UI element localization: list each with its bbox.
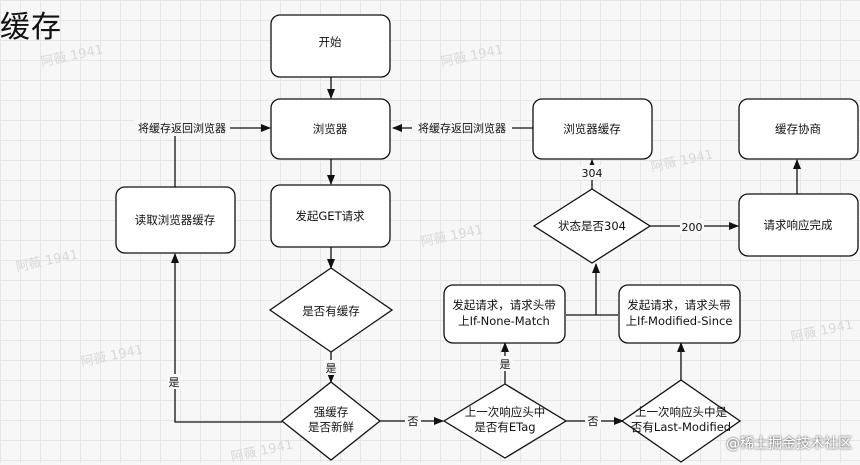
node-start-label: 开始 xyxy=(319,35,342,49)
node-strong-cache xyxy=(280,381,382,461)
node-read-browser-cache-label: 读取浏览器缓存 xyxy=(135,213,216,227)
node-cache-negotiation xyxy=(738,98,859,160)
site-watermark: @稀土掘金技术社区 xyxy=(726,436,852,452)
edge-label-200: 200 xyxy=(682,221,703,234)
node-if-none-match-line2: 上If-None-Match xyxy=(458,314,550,328)
edge-label-yes-has-cache: 是 xyxy=(326,362,337,375)
node-send-get-label: 发起GET请求 xyxy=(295,209,365,223)
node-response-complete-label: 请求响应完成 xyxy=(764,218,833,232)
node-if-modified-line1: 发起请求，请求头带 xyxy=(627,298,731,312)
edge-label-yes-etag: 是 xyxy=(500,358,511,371)
edge-requests-to-status xyxy=(566,264,618,316)
node-has-cache-label: 是否有缓存 xyxy=(302,304,360,318)
edge-strong-to-read xyxy=(171,253,282,423)
node-response-complete xyxy=(738,193,859,257)
edge-label-return-right: 将缓存返回浏览器 xyxy=(418,121,506,135)
edge-label-no-fresh: 否 xyxy=(408,415,419,428)
node-strong-cache-line1: 强缓存 xyxy=(314,405,349,419)
node-if-modified-line2: 上If-Modified-Since xyxy=(626,314,733,328)
node-browser-cache-label: 浏览器缓存 xyxy=(563,122,621,136)
node-status-check xyxy=(532,188,652,264)
node-start xyxy=(270,14,391,78)
edge-label-return-left: 将缓存返回浏览器 xyxy=(138,121,226,135)
node-if-none-match xyxy=(443,284,566,344)
node-last-modified-line2: 否有Last-Modified xyxy=(631,420,731,434)
node-etag xyxy=(442,383,568,459)
edge-label-no-etag: 否 xyxy=(588,415,599,428)
edge-label-304: 304 xyxy=(582,167,603,180)
node-strong-cache-line2: 是否新鲜 xyxy=(308,420,354,434)
node-etag-line2: 是否有ETag xyxy=(474,420,535,434)
edge-label-yes-fresh: 是 xyxy=(169,376,180,389)
node-read-browser-cache xyxy=(115,186,236,254)
node-status-check-label: 状态是否304 xyxy=(558,219,626,233)
page-title: 缓存 xyxy=(0,10,62,45)
node-has-cache xyxy=(268,267,394,353)
node-browser xyxy=(270,98,391,160)
node-send-get xyxy=(270,184,391,248)
node-last-modified-line1: 上一次响应头中是 xyxy=(635,405,727,419)
node-browser-label: 浏览器 xyxy=(313,122,348,136)
node-last-modified xyxy=(620,379,742,463)
node-if-modified-since xyxy=(618,284,741,344)
edge-read-to-browser xyxy=(174,124,271,187)
node-if-none-match-line1: 发起请求，请求头带 xyxy=(452,298,556,312)
node-cache-negotiation-label: 缓存协商 xyxy=(775,122,821,136)
node-browser-cache xyxy=(532,98,653,160)
node-etag-line1: 上一次响应头中 xyxy=(465,405,546,419)
